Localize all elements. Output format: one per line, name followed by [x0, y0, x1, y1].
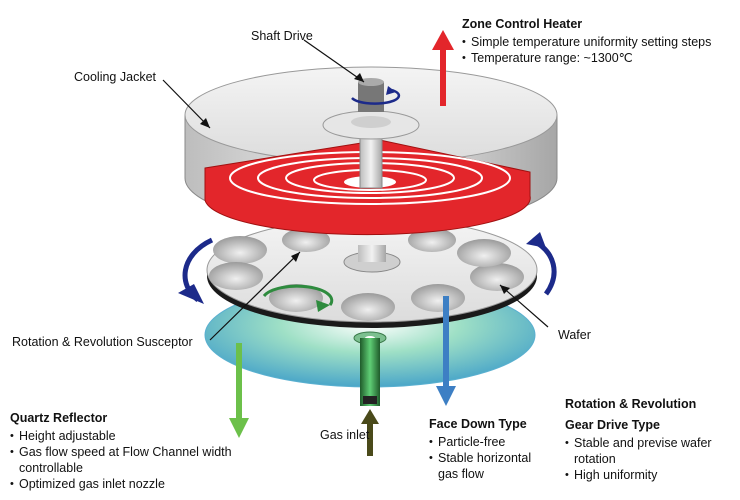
rotation-arrows [178, 232, 557, 304]
gas-inlet-arrow [361, 409, 379, 456]
quartz-item: Height adjustable [10, 428, 300, 444]
cooling-jacket-label: Cooling Jacket [74, 70, 156, 84]
face-down-block: Face Down Type Particle-free Stable hori… [429, 416, 559, 482]
flow-down-arrow-blue [436, 296, 456, 406]
wafer-pockets [209, 228, 524, 321]
rotation-title-1: Rotation & Revolution [565, 397, 697, 411]
face-down-item: Particle-free [429, 434, 559, 450]
susceptor-plate [206, 217, 538, 328]
shaft [322, 78, 420, 189]
heat-up-arrow [432, 30, 454, 106]
rotation-item: Stable and previse wafer [565, 435, 737, 451]
wafer-label: Wafer [558, 328, 591, 342]
rotation-item: High uniformity [565, 467, 737, 483]
quartz-block: Quartz Reflector Height adjustable Gas f… [10, 410, 300, 492]
susceptor-label: Rotation & Revolution Susceptor [12, 335, 193, 349]
gas-inlet-nozzle [353, 331, 387, 406]
face-down-item: Stable horizontal [429, 450, 559, 466]
quartz-item: Optimized gas inlet nozzle [10, 476, 300, 492]
quartz-item-cont: controllable [19, 461, 83, 475]
zone-heater-item: Simple temperature uniformity setting st… [462, 34, 737, 50]
rotation-item-cont: rotation [574, 452, 616, 466]
rotation-title-2: Gear Drive Type [565, 418, 660, 432]
leader-lines [162, 39, 549, 341]
zone-heater-item: Temperature range: ~1300℃ [462, 50, 737, 66]
zone-heater-block: Zone Control Heater Simple temperature u… [462, 16, 737, 66]
gas-inlet-label: Gas inlet [320, 428, 370, 442]
quartz-title: Quartz Reflector [10, 411, 108, 425]
zone-heater-title: Zone Control Heater [462, 17, 583, 31]
quartz-item: Gas flow speed at Flow Channel width [10, 444, 300, 460]
face-down-title: Face Down Type [429, 417, 527, 431]
face-down-item-cont: gas flow [438, 467, 484, 481]
rotation-block: Rotation & Revolution Gear Drive Type St… [565, 396, 737, 483]
shaft-drive-label: Shaft Drive [251, 29, 313, 43]
